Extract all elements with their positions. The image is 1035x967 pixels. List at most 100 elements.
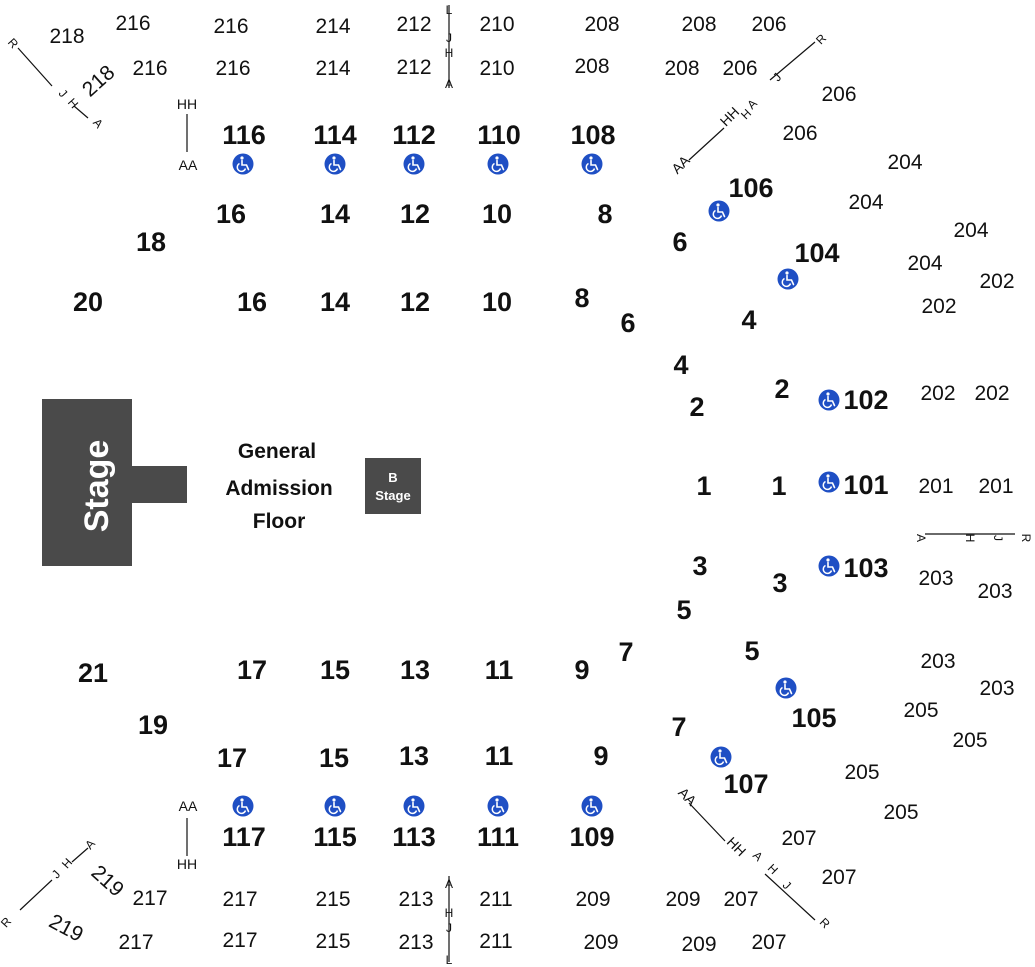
section-106[interactable]: 106 bbox=[728, 173, 773, 203]
section-116[interactable]: 116 bbox=[222, 120, 266, 150]
section-117[interactable]: 117 bbox=[222, 822, 266, 852]
floor-section-12[interactable]: 12 bbox=[400, 199, 430, 229]
floor-section-17[interactable]: 17 bbox=[217, 743, 247, 773]
section-212[interactable]: 212 bbox=[396, 13, 431, 36]
section-202[interactable]: 202 bbox=[920, 382, 955, 405]
section-208[interactable]: 208 bbox=[681, 13, 716, 36]
section-115[interactable]: 115 bbox=[313, 822, 357, 852]
section-205[interactable]: 205 bbox=[952, 729, 987, 752]
section-204[interactable]: 204 bbox=[848, 191, 883, 214]
floor-section-6[interactable]: 6 bbox=[672, 227, 687, 257]
section-207[interactable]: 207 bbox=[751, 931, 786, 954]
section-203[interactable]: 203 bbox=[920, 650, 955, 673]
section-209[interactable]: 209 bbox=[681, 933, 716, 956]
floor-section-16[interactable]: 16 bbox=[237, 287, 267, 317]
section-107[interactable]: 107 bbox=[723, 769, 768, 799]
section-215[interactable]: 215 bbox=[315, 930, 350, 953]
floor-section-16[interactable]: 16 bbox=[216, 199, 246, 229]
section-201[interactable]: 201 bbox=[918, 475, 953, 498]
section-219[interactable]: 219 bbox=[87, 861, 128, 902]
floor-section-1[interactable]: 1 bbox=[696, 471, 711, 501]
section-209[interactable]: 209 bbox=[583, 931, 618, 954]
section-202[interactable]: 202 bbox=[974, 382, 1009, 405]
section-203[interactable]: 203 bbox=[977, 580, 1012, 603]
section-215[interactable]: 215 bbox=[315, 888, 350, 911]
section-209[interactable]: 209 bbox=[665, 888, 700, 911]
floor-section-8[interactable]: 8 bbox=[574, 283, 589, 313]
section-210[interactable]: 210 bbox=[479, 13, 514, 36]
section-202[interactable]: 202 bbox=[979, 270, 1014, 293]
floor-section-18[interactable]: 18 bbox=[136, 227, 166, 257]
section-211[interactable]: 211 bbox=[479, 888, 512, 911]
floor-section-4[interactable]: 4 bbox=[673, 350, 688, 380]
section-112[interactable]: 112 bbox=[392, 120, 436, 150]
section-214[interactable]: 214 bbox=[315, 15, 350, 38]
floor-section-15[interactable]: 15 bbox=[320, 655, 350, 685]
section-105[interactable]: 105 bbox=[791, 703, 836, 733]
floor-section-6[interactable]: 6 bbox=[620, 308, 635, 338]
floor-section-11[interactable]: 11 bbox=[485, 741, 514, 771]
section-216[interactable]: 216 bbox=[213, 15, 248, 38]
section-217[interactable]: 217 bbox=[222, 929, 257, 952]
section-110[interactable]: 110 bbox=[477, 120, 521, 150]
floor-section-5[interactable]: 5 bbox=[744, 636, 759, 666]
section-204[interactable]: 204 bbox=[887, 151, 922, 174]
section-208[interactable]: 208 bbox=[574, 55, 609, 78]
floor-section-15[interactable]: 15 bbox=[319, 743, 349, 773]
section-203[interactable]: 203 bbox=[979, 677, 1014, 700]
section-206[interactable]: 206 bbox=[751, 13, 786, 36]
section-113[interactable]: 113 bbox=[392, 822, 436, 852]
floor-section-9[interactable]: 9 bbox=[593, 741, 608, 771]
general-admission-floor[interactable]: General Admission Floor bbox=[225, 440, 332, 533]
floor-section-19[interactable]: 19 bbox=[138, 710, 168, 740]
section-204[interactable]: 204 bbox=[907, 252, 942, 275]
section-207[interactable]: 207 bbox=[821, 866, 856, 889]
floor-section-13[interactable]: 13 bbox=[399, 741, 429, 771]
floor-section-3[interactable]: 3 bbox=[772, 568, 787, 598]
section-216[interactable]: 216 bbox=[215, 57, 250, 80]
section-206[interactable]: 206 bbox=[722, 57, 757, 80]
floor-section-7[interactable]: 7 bbox=[671, 712, 686, 742]
floor-section-2[interactable]: 2 bbox=[689, 392, 704, 422]
floor-section-9[interactable]: 9 bbox=[574, 655, 589, 685]
section-203[interactable]: 203 bbox=[918, 567, 953, 590]
floor-section-4[interactable]: 4 bbox=[741, 305, 756, 335]
floor-section-7[interactable]: 7 bbox=[618, 637, 633, 667]
section-214[interactable]: 214 bbox=[315, 57, 350, 80]
section-208[interactable]: 208 bbox=[584, 13, 619, 36]
section-206[interactable]: 206 bbox=[782, 122, 817, 145]
floor-section-10[interactable]: 10 bbox=[482, 199, 512, 229]
section-102[interactable]: 102 bbox=[843, 385, 888, 415]
section-104[interactable]: 104 bbox=[794, 238, 839, 268]
section-205[interactable]: 205 bbox=[903, 699, 938, 722]
floor-section-8[interactable]: 8 bbox=[597, 199, 612, 229]
floor-section-14[interactable]: 14 bbox=[320, 287, 350, 317]
floor-section-3[interactable]: 3 bbox=[692, 551, 707, 581]
floor-section-5[interactable]: 5 bbox=[676, 595, 691, 625]
section-201[interactable]: 201 bbox=[978, 475, 1013, 498]
section-109[interactable]: 109 bbox=[569, 822, 614, 852]
section-205[interactable]: 205 bbox=[883, 801, 918, 824]
section-216[interactable]: 216 bbox=[132, 57, 167, 80]
section-219[interactable]: 219 bbox=[45, 910, 87, 947]
section-217[interactable]: 217 bbox=[118, 931, 153, 954]
floor-section-14[interactable]: 14 bbox=[320, 199, 350, 229]
main-stage[interactable]: Stage bbox=[42, 399, 187, 566]
section-206[interactable]: 206 bbox=[821, 83, 856, 106]
section-217[interactable]: 217 bbox=[132, 887, 167, 910]
section-108[interactable]: 108 bbox=[570, 120, 615, 150]
floor-section-21[interactable]: 21 bbox=[78, 658, 108, 688]
floor-section-13[interactable]: 13 bbox=[400, 655, 430, 685]
section-207[interactable]: 207 bbox=[781, 827, 816, 850]
section-111[interactable]: 111 bbox=[477, 822, 519, 852]
section-205[interactable]: 205 bbox=[844, 761, 879, 784]
section-208[interactable]: 208 bbox=[664, 57, 699, 80]
section-114[interactable]: 114 bbox=[313, 120, 357, 150]
section-204[interactable]: 204 bbox=[953, 219, 988, 242]
section-212[interactable]: 212 bbox=[396, 56, 431, 79]
section-207[interactable]: 207 bbox=[723, 888, 758, 911]
section-213[interactable]: 213 bbox=[398, 931, 433, 954]
section-218[interactable]: 218 bbox=[49, 25, 84, 48]
section-211[interactable]: 211 bbox=[479, 930, 512, 953]
floor-section-11[interactable]: 11 bbox=[485, 655, 514, 685]
